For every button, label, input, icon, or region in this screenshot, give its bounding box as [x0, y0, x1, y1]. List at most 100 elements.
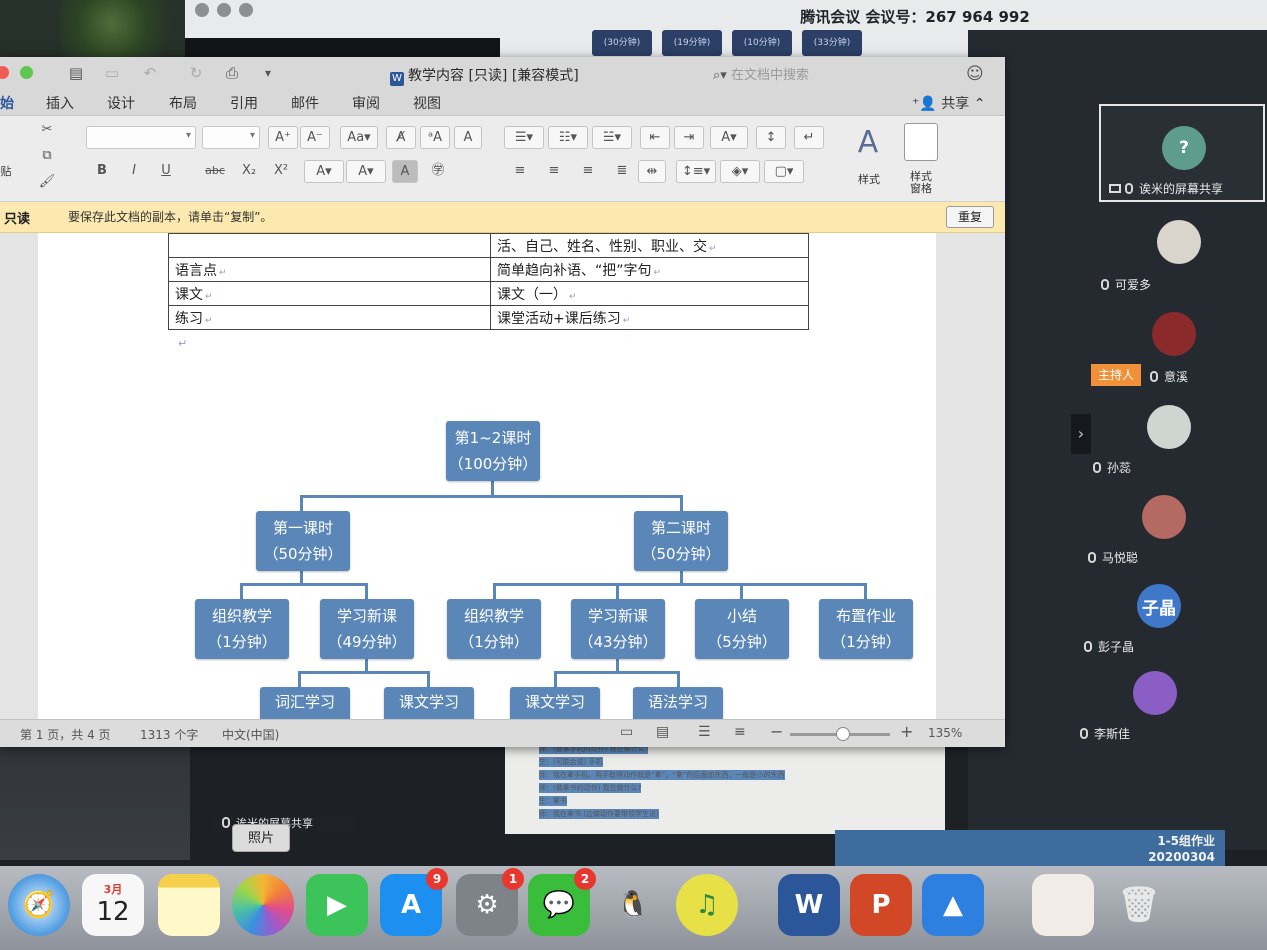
table-cell[interactable]: 简单趋向补语、“把”字句↵	[490, 257, 809, 282]
table-cell[interactable]: 课文↵	[168, 281, 491, 306]
video-tile[interactable]: (10分钟)	[732, 30, 792, 56]
video-tile[interactable]: (33分钟)	[802, 30, 862, 56]
tab-references[interactable]: 引用	[230, 96, 258, 112]
char-shading-icon[interactable]: A	[392, 160, 418, 183]
shading-button[interactable]: ◈▾	[720, 160, 760, 183]
tab-layout[interactable]: 布局	[169, 96, 197, 112]
diagram-node-l1-new[interactable]: 学习新课 （49分钟）	[320, 599, 414, 659]
safari-icon[interactable]: 🧭	[8, 874, 70, 936]
change-case-button[interactable]: Aa▾	[340, 126, 378, 149]
photos-icon[interactable]	[232, 874, 294, 936]
powerpoint-icon[interactable]: P	[850, 874, 912, 936]
styles-icon[interactable]: A	[857, 125, 879, 160]
table-cell[interactable]: 练习↵	[168, 305, 491, 330]
calendar-icon[interactable]: 3月 12	[82, 874, 144, 936]
underline-button[interactable]: U	[161, 163, 171, 178]
diagram-node-l2-text[interactable]: 课文学习	[510, 687, 600, 719]
zoom-window-button[interactable]	[20, 66, 33, 79]
word-count[interactable]: 1313 个字	[140, 728, 199, 742]
notes-icon[interactable]	[158, 874, 220, 936]
text-effects-button[interactable]: A▾	[304, 160, 344, 183]
font-size-select[interactable]	[202, 126, 260, 149]
paste-label[interactable]: 贴	[0, 165, 12, 178]
align-center-icon[interactable]: ≡	[548, 163, 560, 178]
page-count[interactable]: 第 1 页，共 4 页	[20, 728, 111, 742]
document-stack-icon[interactable]	[1032, 874, 1094, 936]
diagram-node-l1-text[interactable]: 课文学习	[384, 687, 474, 719]
window-dot[interactable]	[239, 3, 253, 17]
strikethrough-button[interactable]: abc	[205, 164, 225, 177]
table-cell[interactable]: 课堂活动+课后练习↵	[490, 305, 809, 330]
video-tile[interactable]: (19分钟)	[662, 30, 722, 56]
save-icon[interactable]: ▭	[104, 64, 120, 82]
styles-pane-icon[interactable]	[904, 123, 938, 161]
cut-icon[interactable]: ✂	[41, 122, 53, 137]
video-tile[interactable]: (30分钟)	[592, 30, 652, 56]
window-dot[interactable]	[195, 3, 209, 17]
shrink-font-button[interactable]: A⁻	[300, 126, 330, 149]
italic-button[interactable]: I	[132, 163, 136, 178]
system-preferences-icon[interactable]: ⚙1	[456, 868, 524, 936]
align-left-icon[interactable]: ≡	[514, 163, 526, 178]
bullets-button[interactable]: ☰▾	[504, 126, 544, 149]
tab-view[interactable]: 视图	[413, 96, 441, 112]
diagram-node-l1-org[interactable]: 组织教学 （1分钟）	[195, 599, 289, 659]
diagram-node-l2-summary[interactable]: 小结 （5分钟）	[695, 599, 789, 659]
decrease-indent-icon[interactable]: ⇤	[640, 126, 670, 149]
web-layout-icon[interactable]: ▤	[656, 724, 670, 740]
diagram-node-lesson2[interactable]: 第二课时 （50分钟）	[634, 511, 728, 571]
close-window-button[interactable]	[0, 66, 9, 79]
table-cell[interactable]: 语言点↵	[168, 257, 491, 282]
customize-toolbar-icon[interactable]: ▾	[264, 66, 272, 80]
qq-icon[interactable]: 🐧	[616, 890, 650, 920]
sort-icon[interactable]: ↕	[756, 126, 786, 149]
participant-item[interactable]: 孙蕊	[1093, 459, 1131, 476]
diagram-node-l2-homework[interactable]: 布置作业 （1分钟）	[819, 599, 913, 659]
zoom-level[interactable]: 135%	[928, 726, 963, 740]
asian-layout-button[interactable]: A▾	[710, 126, 748, 149]
participant-item[interactable]: 意溪	[1150, 368, 1188, 385]
redo-icon[interactable]: ↻	[189, 64, 203, 82]
print-layout-icon[interactable]: ▭	[620, 724, 634, 740]
participant-item[interactable]: 马悦聪	[1088, 549, 1138, 566]
participant-item[interactable]: 彭子晶	[1084, 638, 1134, 655]
document-page[interactable]: 活、自己、姓名、性别、职业、交↵ 语言点↵ 简单趋向补语、“把”字句↵ 课文↵ …	[38, 233, 936, 719]
bold-button[interactable]: B	[97, 163, 107, 178]
search-input[interactable]: ⌕▾ 在文档中搜索	[713, 64, 953, 83]
diagram-node-l2-grammar[interactable]: 语法学习	[633, 687, 723, 719]
undo-icon[interactable]: ↶	[143, 64, 157, 82]
enclose-char-icon[interactable]: ㊫	[431, 163, 445, 178]
desktop-file-label[interactable]: 1-5组作业 20200304	[1148, 833, 1215, 865]
show-marks-icon[interactable]: ↵	[794, 126, 824, 149]
window-dot[interactable]	[217, 3, 231, 17]
copy-icon[interactable]: ⧉	[42, 148, 52, 163]
duplicate-button[interactable]: 重复	[946, 206, 994, 228]
diagram-node-l1-vocab[interactable]: 词汇学习	[260, 687, 350, 719]
feedback-smiley-icon[interactable]: ☺	[966, 64, 984, 84]
zoom-in-button[interactable]: +	[900, 722, 914, 741]
phonetic-guide-icon[interactable]: ᵃA	[420, 126, 450, 149]
tab-insert[interactable]: 插入	[46, 96, 74, 112]
qq-music-icon[interactable]: ♫	[676, 874, 738, 936]
subscript-button[interactable]: X₂	[241, 163, 257, 178]
clear-format-icon[interactable]: A̸	[386, 126, 416, 149]
multilevel-list-button[interactable]: ☱▾	[592, 126, 632, 149]
share-button[interactable]: ⁺👤 共享 ⌃	[912, 96, 986, 112]
tab-home[interactable]: 始	[0, 96, 14, 112]
draft-view-icon[interactable]: ≡	[734, 724, 746, 740]
highlight-button[interactable]: A▾	[346, 160, 386, 183]
zoom-slider-thumb[interactable]	[836, 727, 850, 741]
facetime-icon[interactable]: ▶	[306, 874, 368, 936]
grow-font-button[interactable]: A⁺	[268, 126, 298, 149]
tab-review[interactable]: 审阅	[352, 96, 380, 112]
participant-item[interactable]: 可爱多	[1101, 276, 1151, 293]
format-painter-icon[interactable]: 🖌	[38, 174, 56, 189]
diagram-node-root[interactable]: 第1~2课时 （100分钟）	[446, 421, 540, 481]
char-border-icon[interactable]: A	[454, 126, 482, 149]
language-indicator[interactable]: 中文(中国)	[222, 728, 280, 742]
tab-mailings[interactable]: 邮件	[291, 96, 319, 112]
sidebar-toggle-icon[interactable]: ▤	[68, 64, 84, 82]
diagram-node-l2-org[interactable]: 组织教学 （1分钟）	[447, 599, 541, 659]
sharer-tile[interactable]: ? 诶米的屏幕共享	[1099, 104, 1265, 202]
